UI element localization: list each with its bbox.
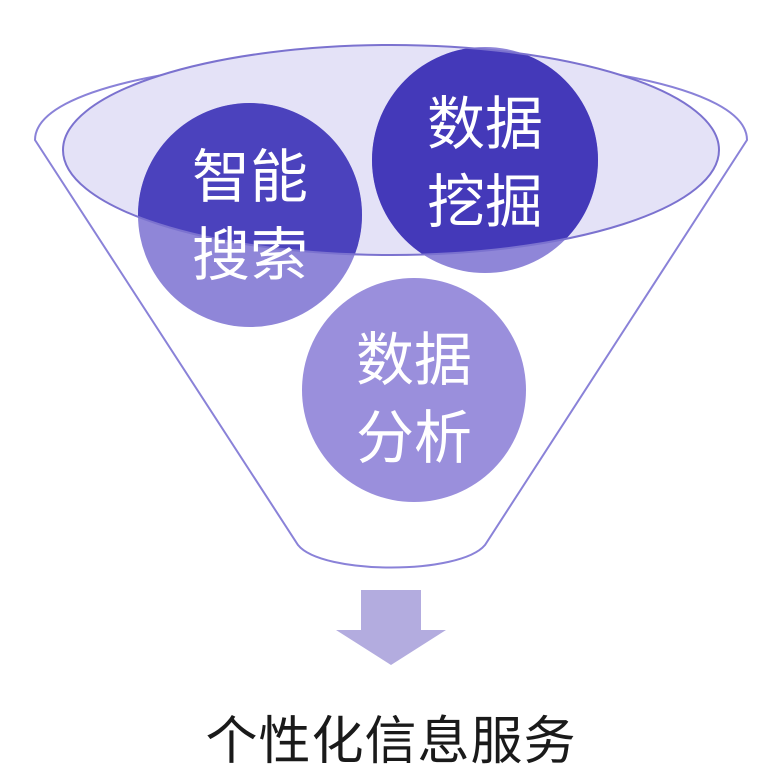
rim-overlap	[138, 47, 598, 255]
down-arrow-icon	[336, 590, 446, 665]
circle-data-mining-dark	[372, 47, 598, 255]
label-data-mining-2: 挖掘	[427, 168, 543, 236]
output-label: 个性化信息服务	[205, 712, 577, 772]
label-data-analysis-1: 数据	[356, 326, 472, 394]
label-smart-search-2: 搜索	[192, 221, 308, 289]
label-data-mining-1: 数据	[427, 90, 543, 158]
funnel-rim	[62, 44, 720, 256]
label-smart-search-1: 智能	[192, 143, 308, 211]
circle-data-analysis	[302, 278, 526, 502]
node-data-analysis	[302, 278, 526, 502]
label-data-analysis-2: 分析	[356, 404, 472, 472]
circle-smart-search-dark	[138, 103, 362, 255]
